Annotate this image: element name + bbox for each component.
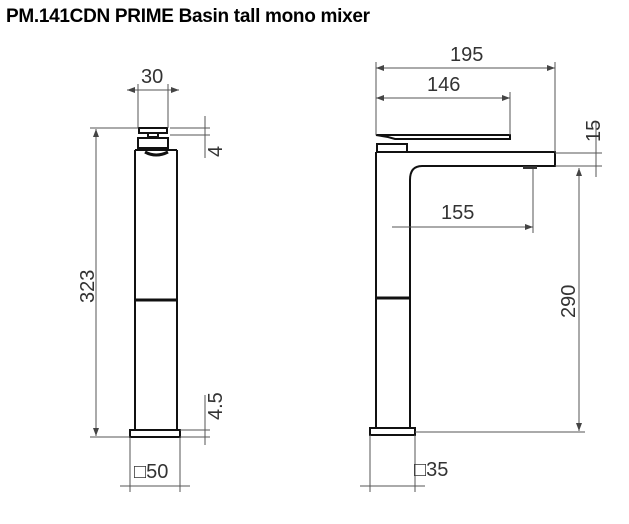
spout-body [375,151,556,428]
dim-outlet-height: 290 [558,285,580,318]
front-view: 30 4 323 4.5 □50 [77,66,227,492]
handle-collar [137,137,169,149]
dim-side-base-size: □35 [414,459,448,481]
dim-spout-height: 15 [583,120,605,142]
page-title: PM.141CDN PRIME Basin tall mono mixer [6,6,370,27]
dim-handle-width: 30 [141,66,163,88]
dim-handle-height: 4 [205,146,227,157]
side-base [369,427,416,436]
side-view: 195 146 15 155 290 □35 [360,44,605,492]
dim-total-height: 323 [77,270,99,303]
dim-spout-reach: 155 [441,202,474,224]
handle-stem [147,132,159,138]
dim-base-height: 4.5 [205,392,227,420]
base [129,429,181,438]
dim-base-size: □50 [134,461,168,483]
body [134,149,178,430]
dim-lever-length: 146 [427,74,460,96]
lever [375,134,511,140]
dim-total-depth: 195 [450,44,483,66]
lever-base [376,143,408,153]
